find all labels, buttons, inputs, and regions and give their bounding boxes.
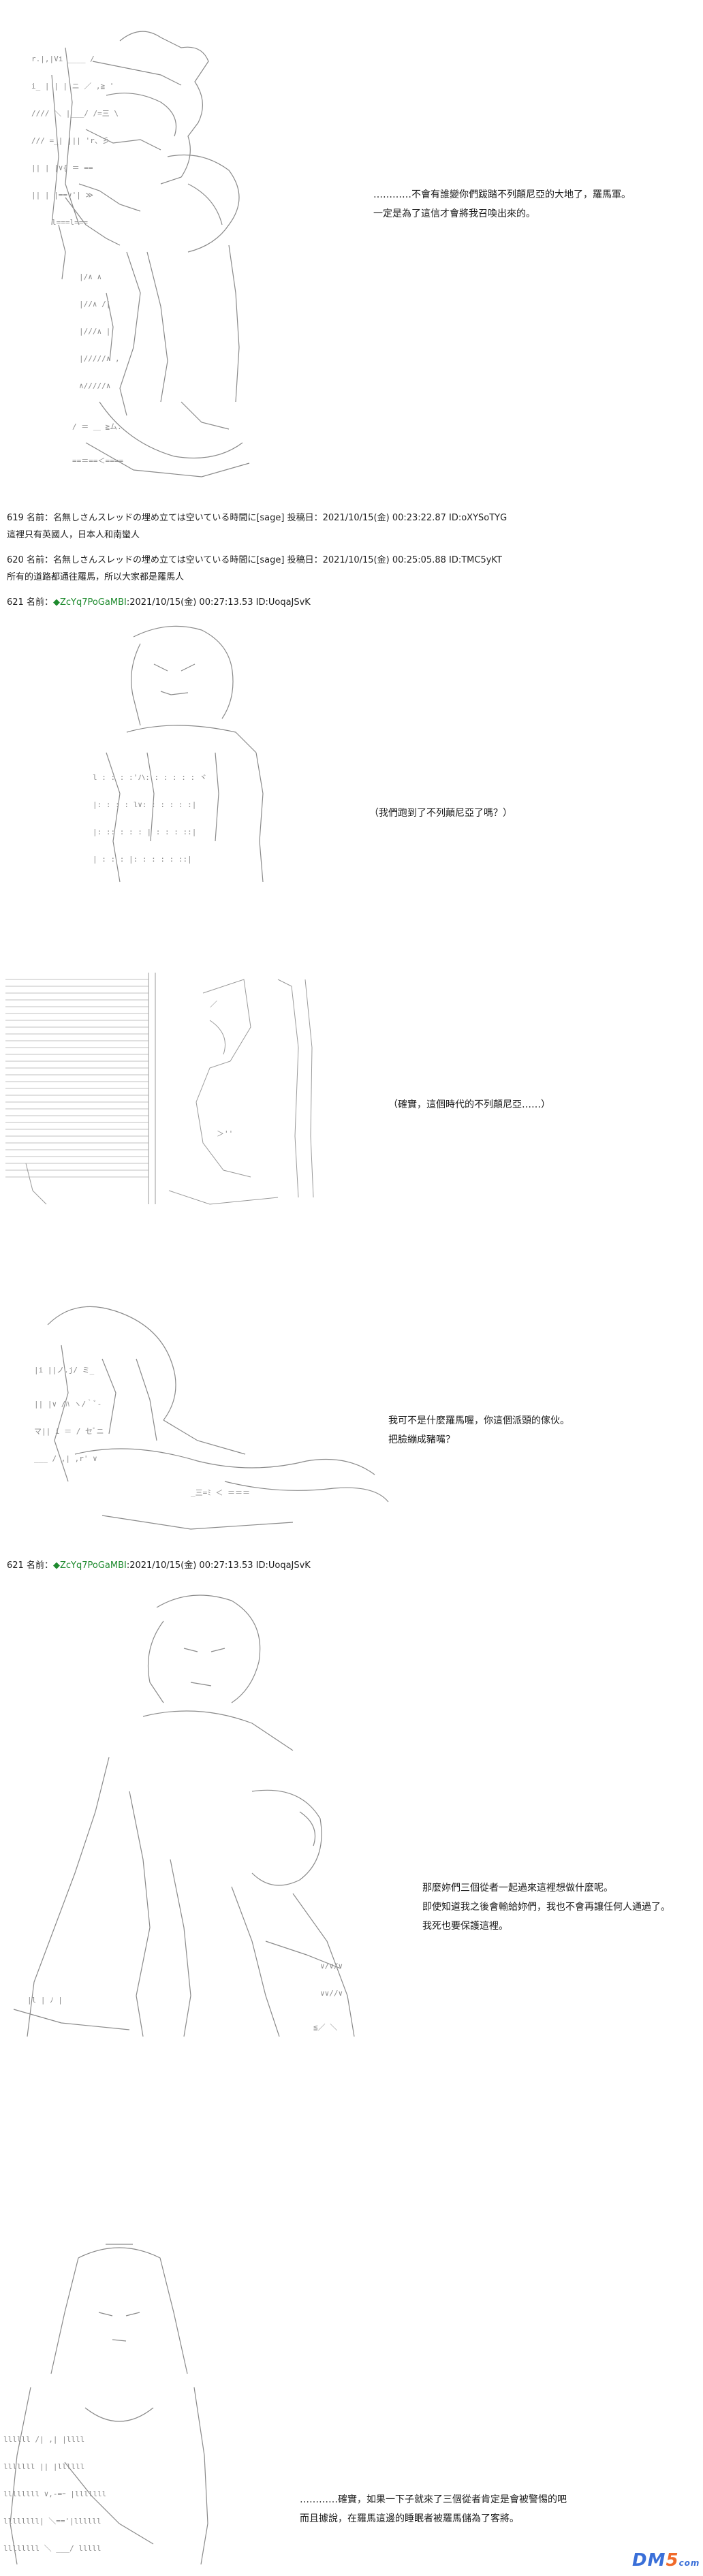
panel4-dialog: 我可不是什麼羅馬喔，你這個派頭的傢伙。 把臉繃成豬嘴？ [388,1411,569,1449]
dialog-line: （我們跑到了不列顛尼亞了嗎？） [369,808,512,819]
panel5-dialog: 那麼妳們三個從者一起過來這裡想做什麼呢。 即使知道我之後會輸給妳們，我也不會再讓… [422,1879,670,1936]
dialog-line: 那麼妳們三個從者一起過來這裡想做什麼呢。 [422,1883,613,1894]
dialog-line: 而且據說，在羅馬這邊的睡眠者被羅馬儲為了客將。 [300,2513,519,2524]
svg-text:マ|| i ＝ / セﾞニ: マ|| i ＝ / セﾞニ [34,1427,104,1436]
ascii-art-character-seated: l : : : :'ハ: : : : : : ヾ |: : : : l∨: : … [79,616,283,889]
svg-text:∨∨//∨: ∨∨//∨ [320,1989,343,1998]
post-date: :2021/10/15(金) 00:27:13.53 ID:UoqaJSvK [126,597,311,608]
post-number: 621 [7,1560,24,1571]
svg-text:llllllll ＼ ___/ lllll: llllllll ＼ ___/ lllll [3,2544,101,2553]
dialog-line: 把臉繃成豬嘴？ [388,1434,455,1445]
dialog-line: …………確實，如果一下子就來了三個從者肯定是會被警惕的吧 [300,2494,567,2505]
svg-text:llllllll ∨,-=ｰ |lllllll: llllllll ∨,-=ｰ |lllllll [3,2489,106,2498]
logo-accent: 5 [666,2550,679,2571]
panel2-dialog: （我們跑到了不列顛尼亞了嗎？） [369,804,512,823]
dialog-line: 一定是為了這信才會將我召喚出來的。 [373,208,535,219]
svg-text:r.|,|Vi ____ /: r.|,|Vi ____ / [31,54,95,63]
post-name: 名前：名無しさんスレッドの埋め立ては空いている時間に [26,555,257,565]
post-header-621: 621 名前：◆ZcYq7PoGaMBI:2021/10/15(金) 00:27… [7,597,311,609]
svg-text:|: : : : l∨: : : : : :|: |: : : : l∨: : : : : :| [93,800,196,809]
post-name: 名前： [26,1560,53,1571]
svg-text:|///∧ |: |///∧ | [79,327,110,336]
svg-text:/// =_| ||| 'r、彡: /// =_| ||| 'r、彡 [31,136,110,145]
post-trip: ◆ZcYq7PoGaMBI [52,597,127,608]
svg-text://// ＼ |___/ /=三 \: //// ＼ |___/ /=三 \ [31,109,119,118]
ascii-art-hooded-figure: llllll /| ,| |llll lllllll || |llllll ll… [3,2237,215,2571]
svg-text:|| |∨ /ﾊ ヽ/｀ﾞ‐: || |∨ /ﾊ ヽ/｀ﾞ‐ [34,1398,101,1409]
post-header-620: 620 名前：名無しさんスレッドの埋め立ては空いている時間に[sage] 投稿日… [7,554,502,567]
post-body-619: 這裡只有英國人，日本人和南蠻人 [7,530,140,540]
ascii-art-king-arthur: r.|,|Vi ____ / i_ | | | ニ ／ ,≧ ' //// ＼ … [25,20,283,497]
svg-text:|l | ﾉ |: |l | ﾉ | [27,1996,63,2005]
post-date: 投稿日：2021/10/15(金) 00:23:22.87 ID:oXYSoTY… [287,513,507,523]
svg-text:|i ||ノ.j/ ミ_: |i ||ノ.j/ ミ_ [34,1366,95,1375]
svg-text:|/∧ ∧: |/∧ ∧ [79,272,101,281]
panel6-dialog: …………確實，如果一下子就來了三個從者肯定是會被警惕的吧 而且據說，在羅馬這邊的… [300,2490,567,2528]
post-header-621-repeat: 621 名前：◆ZcYq7PoGaMBI:2021/10/15(金) 00:27… [7,1560,311,1572]
ascii-art-reclining-character: |i ||ノ.j/ ミ_ || |∨ /ﾊ ヽ/｀ﾞ‐ マ|| i ＝ / セﾞ… [20,1291,395,1550]
post-header-619: 619 名前：名無しさんスレッドの埋め立ては空いている時間に[sage] 投稿日… [7,512,507,524]
post-date: 投稿日：2021/10/15(金) 00:25:05.88 ID:TMC5yKT [287,555,502,565]
dialog-line: …………不會有誰變你們跋踏不列顛尼亞的大地了，羅馬軍。 [373,189,631,200]
logo-suffix: com [678,2558,700,2568]
svg-text:_三=ﾐ ＜ ＝＝＝: _三=ﾐ ＜ ＝＝＝ [191,1488,250,1497]
svg-text:∨/∨/∨: ∨/∨/∨ [320,1962,343,1970]
ascii-art-window-scene: ／ ＞'' [5,966,339,1225]
post-mail-link[interactable]: [sage] [256,513,285,523]
post-number: 619 [7,513,24,523]
svg-text:l===l===: l===l=== [52,218,88,227]
site-logo: DM5com [632,2550,699,2571]
dialog-line: 我死也要保護這裡。 [422,1921,508,1932]
svg-text:lllllll || |llllll: lllllll || |llllll [3,2462,84,2471]
panel1-dialog: …………不會有誰變你們跋踏不列顛尼亞的大地了，羅馬軍。 一定是為了這信才會將我召… [373,185,631,223]
svg-text:/ ＝ ＿ ≧ム.: / ＝ ＿ ≧ム. [72,422,122,431]
panel3-dialog: （確實，這個時代的不列顛尼亞……） [388,1095,550,1114]
svg-text:llllllll| ＼=='|llllll: llllllll| ＼=='|llllll [3,2517,101,2526]
dialog-line: 即使知道我之後會輸給妳們，我也不會再讓任何人通過了。 [422,1902,670,1913]
post-name: 名前： [26,597,53,608]
svg-text:| : : : |: : : : : ::|: | : : : |: : : : : ::| [93,855,192,864]
svg-text:∧/////∧: ∧/////∧ [79,381,110,390]
svg-text:|| | |==∨'| ≫: || | |==∨'| ≫ [31,191,93,200]
post-trip: ◆ZcYq7PoGaMBI [52,1560,127,1571]
ascii-art-standing-figure: |l | ﾉ | ∨/∨/∨ ∨∨//∨ ≦／ ＼ [7,1587,416,2064]
post-body-620: 所有的道路都通往羅馬，所以大家都是羅馬人 [7,572,185,582]
svg-text:|: :: : : : | : : : ::|: |: :: : : : | : : : ::| [93,828,196,836]
dialog-line: （確實，這個時代的不列顛尼亞……） [388,1099,550,1110]
svg-text:≦／ ＼: ≦／ ＼ [313,2023,337,2032]
svg-text:＞'': ＞'' [217,1129,233,1138]
svg-text:l : : : :'ハ: : : : : : ヾ: l : : : :'ハ: : : : : : ヾ [93,773,207,782]
svg-text:==＝==＜====: ==＝==＜==== [72,456,123,465]
post-name: 名前：名無しさんスレッドの埋め立ては空いている時間に [26,513,257,523]
svg-text:|//∧ /|: |//∧ /| [79,300,110,309]
svg-text:|| | |∨{ ＝ ==: || | |∨{ ＝ == [31,163,93,172]
svg-text:___ / ,| ,r' ∨: ___ / ,| ,r' ∨ [34,1454,97,1463]
svg-text:i_ | | | ニ ／ ,≧ ': i_ | | | ニ ／ ,≧ ' [31,82,114,91]
logo-text: DM [632,2550,666,2571]
svg-text:／: ／ [210,1000,217,1009]
svg-text:llllll /| ,| |llll: llllll /| ,| |llll [3,2435,84,2444]
dialog-line: 我可不是什麼羅馬喔，你這個派頭的傢伙。 [388,1415,569,1426]
post-mail-link[interactable]: [sage] [256,555,285,565]
post-date: :2021/10/15(金) 00:27:13.53 ID:UoqaJSvK [126,1560,311,1571]
post-number: 620 [7,555,24,565]
post-number: 621 [7,597,24,608]
svg-text:|/////∧ ,: |/////∧ , [79,354,120,363]
